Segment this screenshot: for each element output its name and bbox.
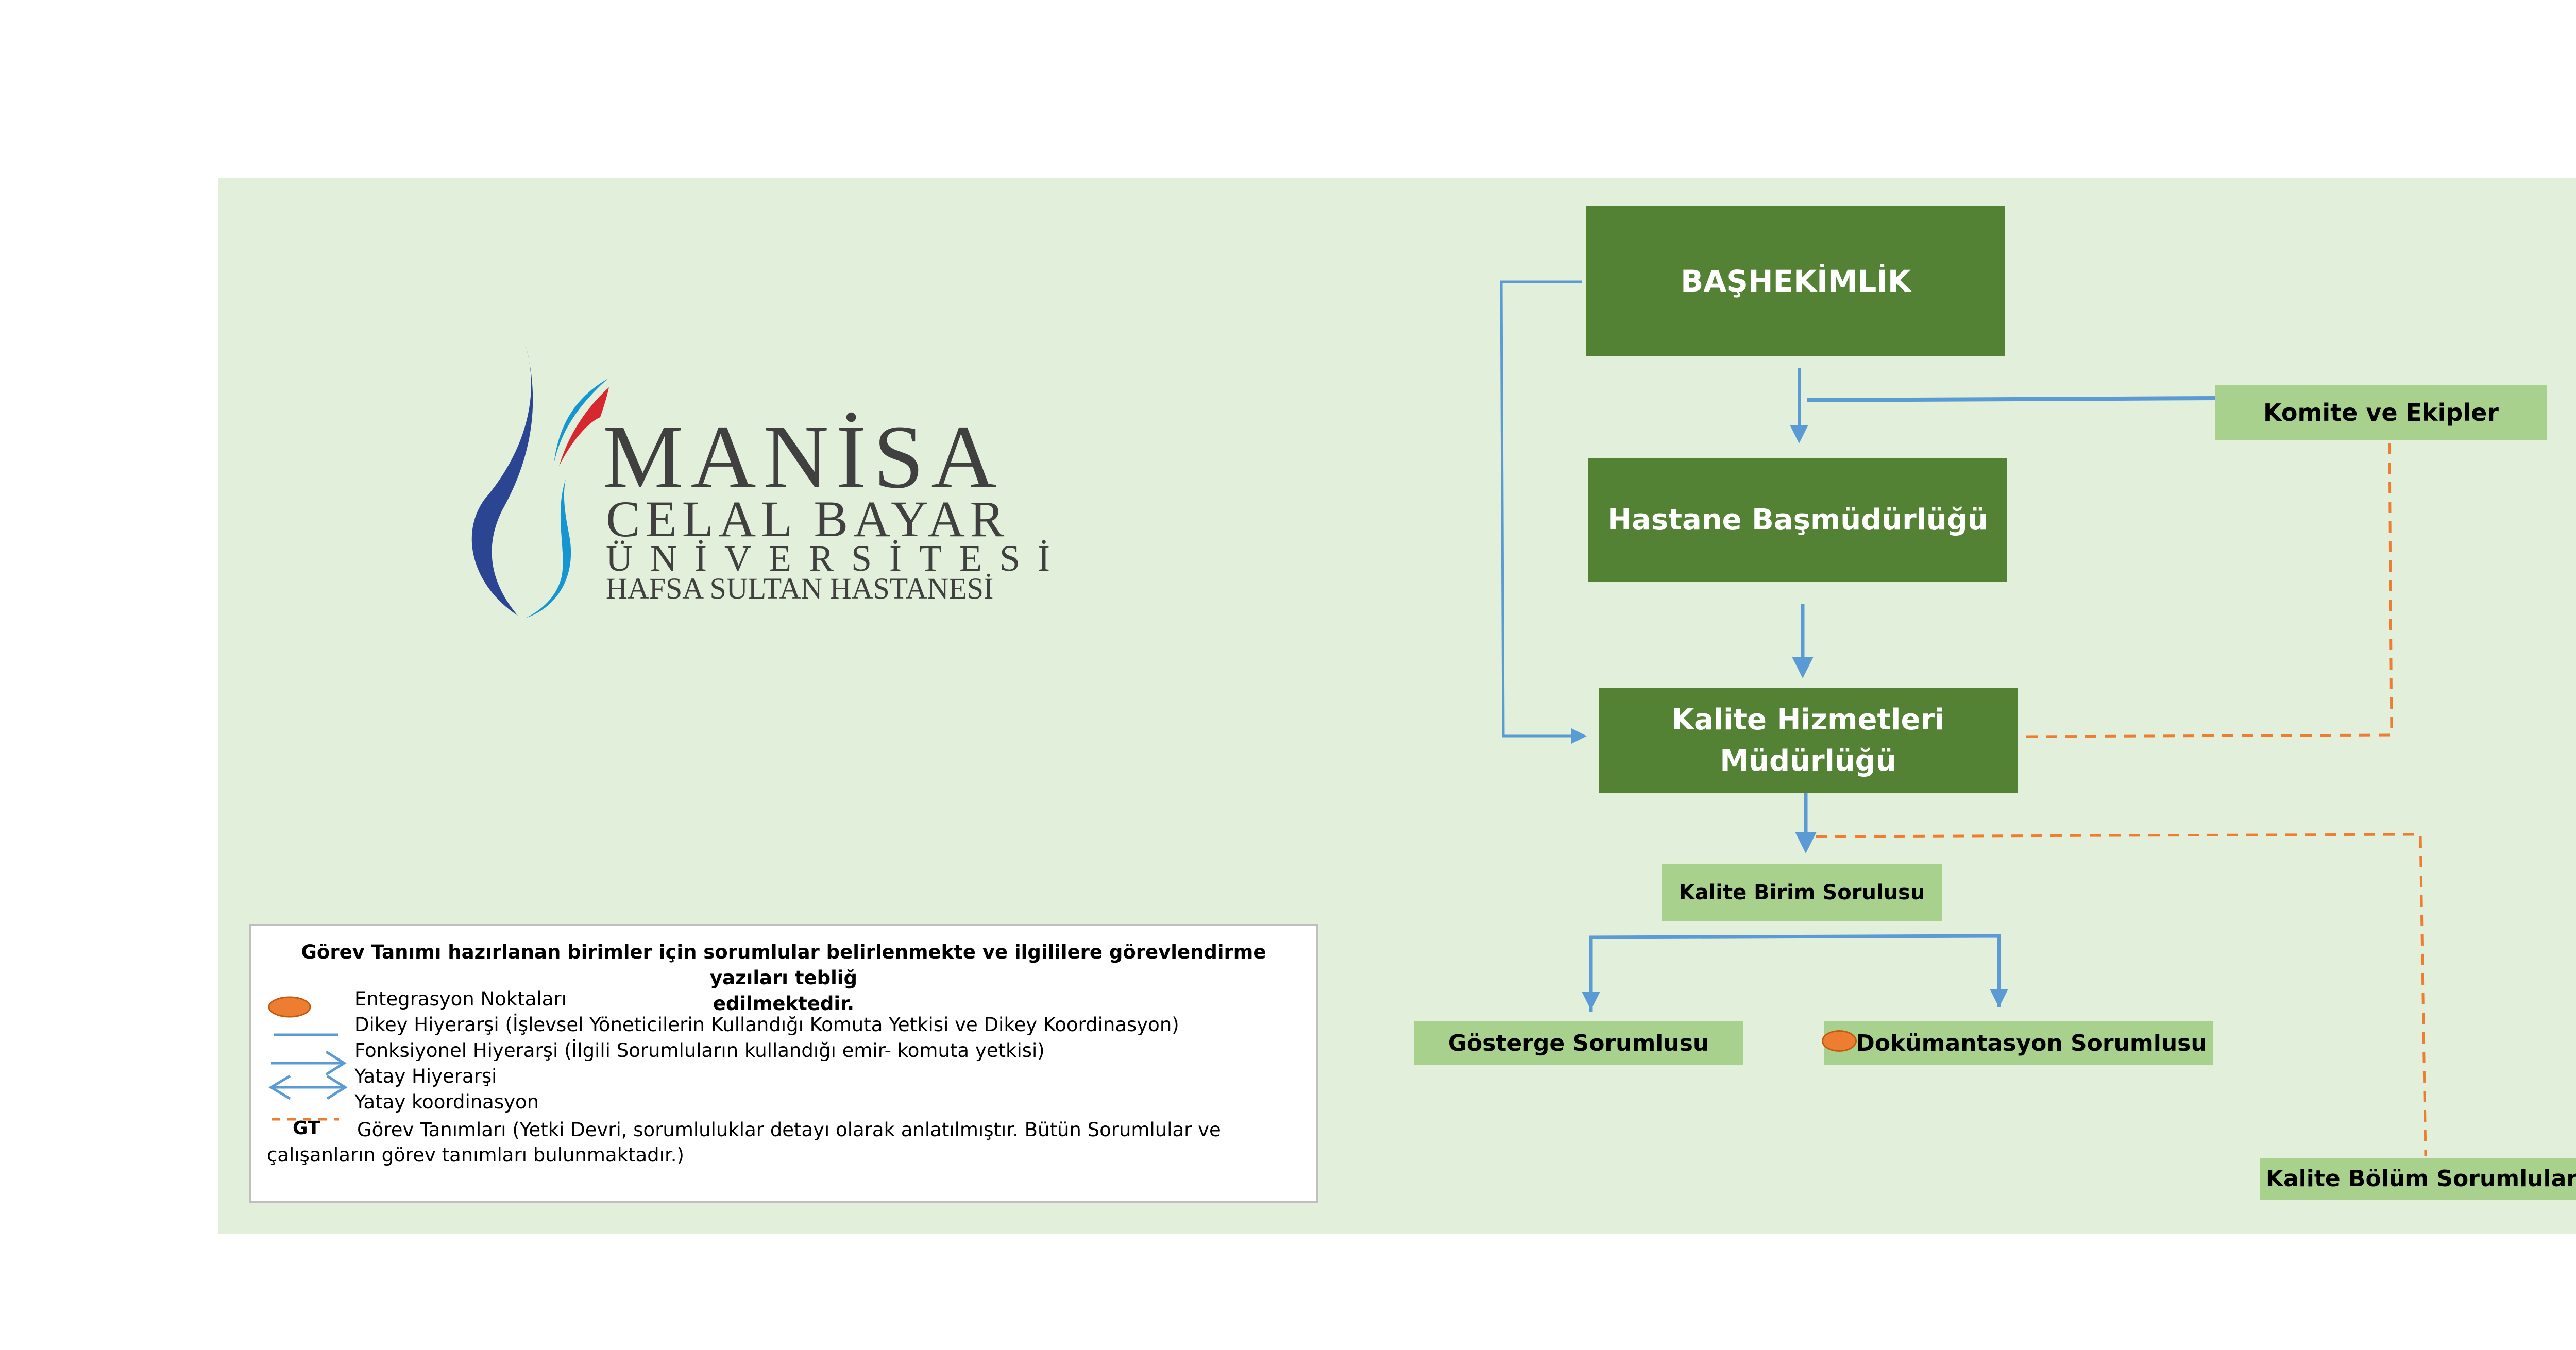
node-hastane-basmudurlugu-label: Hastane Başmüdürlüğü (1607, 503, 1988, 537)
node-kalite-hizmetleri-label-line1: Kalite Hizmetleri (1671, 703, 1945, 737)
node-bashekimlik-label: BAŞHEKİMLİK (1681, 264, 1911, 299)
node-gosterge-sorumlusu[interactable]: Gösterge Sorumlusu (1414, 1021, 1743, 1065)
logo-text-celal-bayar: CELAL BAYAR (606, 490, 1010, 548)
node-komite-ekipler-label: Komite ve Ekipler (2263, 399, 2499, 426)
logo-red-ribbon (559, 387, 609, 466)
legend-item-yatay-hiyerarsi: Yatay Hiyerarşi (354, 1065, 497, 1087)
logo-text-hafsa-sultan: HAFSA SULTAN HASTANESİ (606, 572, 994, 605)
legend-orange-circle-icon (268, 996, 311, 1018)
legend-title-line2: edilmektedir. (713, 993, 855, 1015)
legend-symbols (268, 996, 348, 1121)
legend-blue-double-arrow-icon (268, 1074, 348, 1100)
legend-blue-arrow-icon (271, 1050, 347, 1076)
node-kalite-hizmetleri-mudurlugu[interactable]: Kalite Hizmetleri Müdürlüğü (1599, 688, 2018, 793)
university-logo-emblem (471, 345, 609, 618)
legend-box: Görev Tanımı hazırlanan birimler için so… (249, 924, 1318, 1203)
legend-item-gorev-tanimlari-cont: çalışanların görev tanımları bulunmaktad… (267, 1144, 684, 1166)
legend-item-fonksiyonel: Fonksiyonel Hiyerarşi (İlgili Sorumlular… (354, 1039, 1045, 1062)
legend-title: Görev Tanımı hazırlanan birimler için so… (267, 939, 1300, 1017)
node-komite-ekipler[interactable]: Komite ve Ekipler (2215, 385, 2547, 440)
node-kalite-bolum-sorumlulari[interactable]: Kalite Bölüm Sorumluları (2260, 1158, 2576, 1200)
logo-text-universitesi: ÜNİVERSİTESİ (606, 538, 1067, 579)
node-dokumantasyon-sorumlusu-label: Dokümantasyon Sorumlusu (1856, 1030, 2207, 1056)
node-dokumantasyon-sorumlusu[interactable]: Dokümantasyon Sorumlusu (1824, 1021, 2213, 1065)
legend-item-gorev-tanimlari: Görev Tanımları (Yetki Devri, sorumluluk… (357, 1119, 1221, 1141)
legend-item-entegrasyon: Entegrasyon Noktaları (354, 988, 567, 1010)
logo-dark-blue-flame (471, 345, 533, 616)
legend-item-dikey: Dikey Hiyerarşi (İşlevsel Yöneticilerin … (354, 1014, 1179, 1036)
legend-item-yatay-koordinasyon: Yatay koordinasyon (354, 1091, 539, 1113)
node-kalite-hizmetleri-label-line2: Müdürlüğü (1720, 744, 1896, 778)
node-kalite-bolum-sorumlulari-label: Kalite Bölüm Sorumluları (2265, 1166, 2576, 1192)
node-kalite-birim-sorumlusu[interactable]: Kalite Birim Sorulusu (1662, 864, 1942, 921)
node-kalite-birim-sorumlusu-label: Kalite Birim Sorulusu (1679, 881, 1925, 904)
logo-light-blue-flame (526, 479, 571, 618)
logo-text-manisa: MANİSA (603, 407, 1004, 507)
legend-title-line1: Görev Tanımı hazırlanan birimler için so… (301, 941, 1266, 989)
integration-point-icon (1822, 1030, 1857, 1052)
legend-gt-label: GT (293, 1118, 320, 1139)
node-bashekimlik[interactable]: BAŞHEKİMLİK (1586, 206, 2005, 356)
node-gosterge-sorumlusu-label: Gösterge Sorumlusu (1448, 1030, 1709, 1056)
node-hastane-basmudurlugu[interactable]: Hastane Başmüdürlüğü (1588, 458, 2007, 582)
